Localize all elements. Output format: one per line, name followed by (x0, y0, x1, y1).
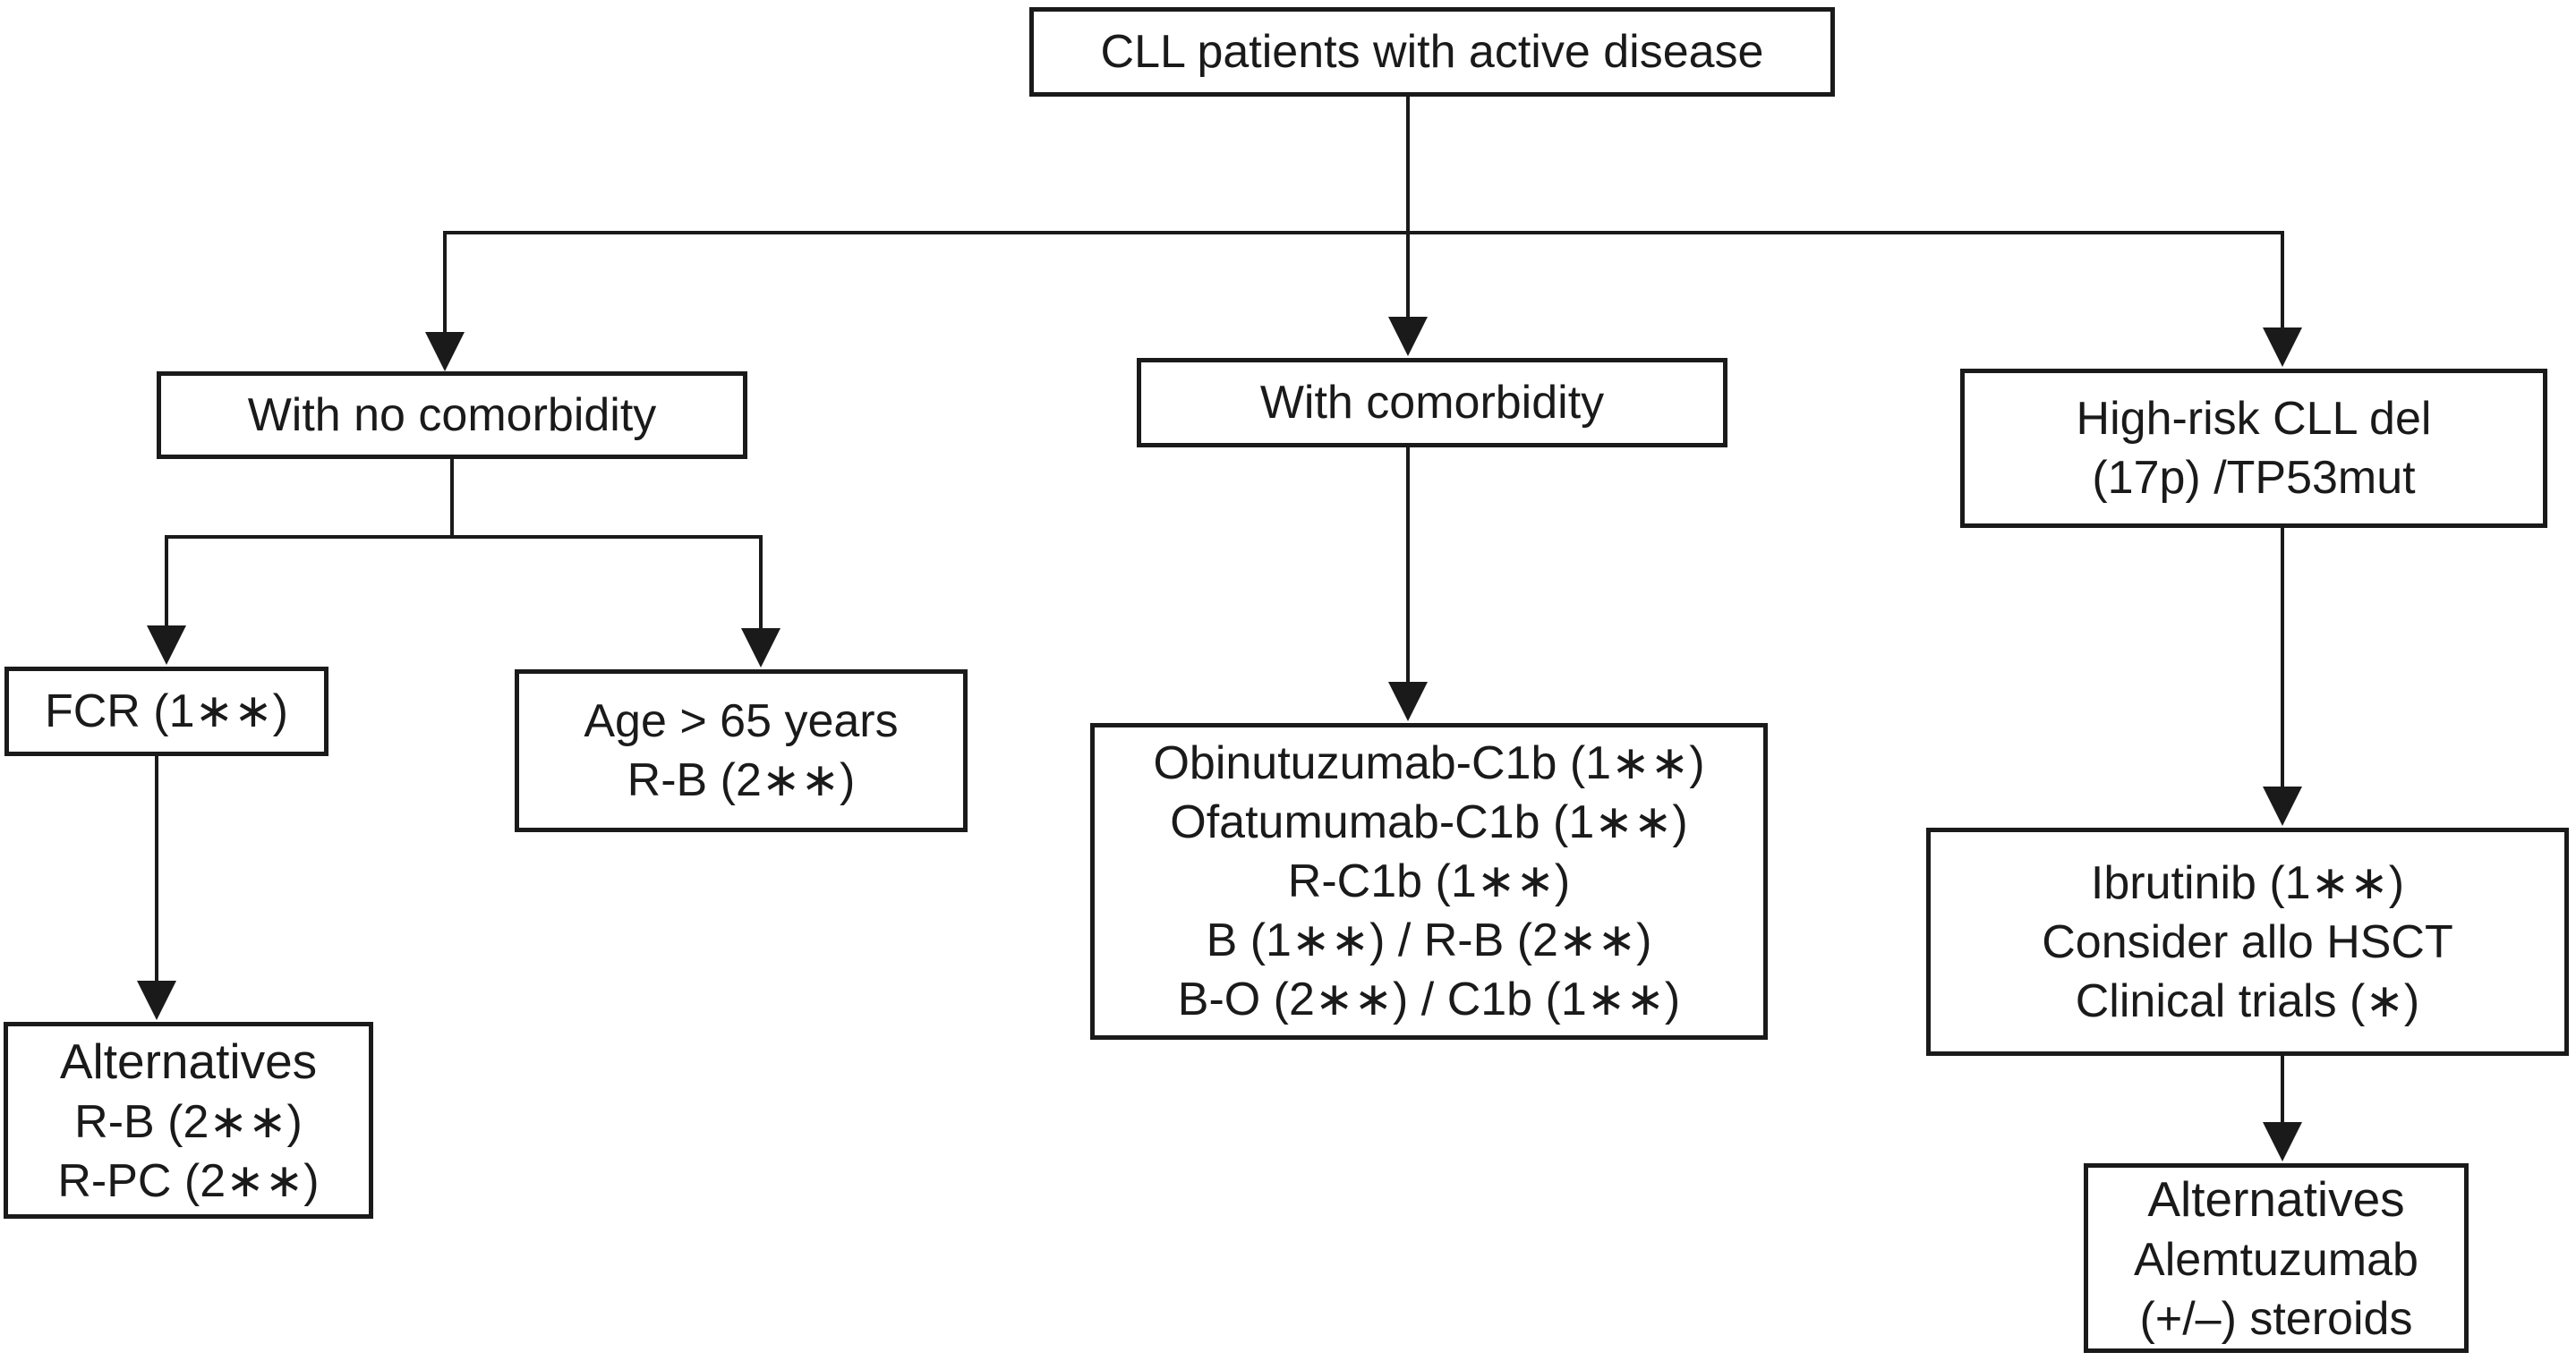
node-alternatives-no-comorbidity: Alternatives R-B (2∗∗) R-PC (2∗∗) (4, 1022, 373, 1219)
node-age-over-65-line: R-B (2∗∗) (627, 754, 856, 806)
node-alternatives-title: Alternatives (2147, 1171, 2405, 1227)
connector-to-high-risk (2281, 231, 2284, 331)
arrowhead-down-icon (2263, 1122, 2302, 1161)
node-high-risk-line: High-risk CLL del (2076, 393, 2432, 445)
arrowhead-down-icon (147, 625, 186, 665)
node-comorbidity-options-line: Obinutuzumab-C1b (1∗∗) (1153, 737, 1705, 789)
arrowhead-down-icon (1388, 317, 1428, 356)
connector-options-to-alternatives (2281, 1054, 2284, 1126)
node-alternatives-title: Alternatives (59, 1034, 318, 1089)
node-age-over-65-line: Age > 65 years (584, 695, 899, 747)
connector-no-comorbidity-stem (450, 457, 454, 537)
node-comorbidity-options-line: B-O (2∗∗) / C1b (1∗∗) (1177, 974, 1681, 1025)
node-comorbidity-label: With comorbidity (1259, 377, 1605, 429)
node-high-risk-options-line: Consider allo HSCT (2042, 915, 2453, 968)
arrowhead-down-icon (2263, 327, 2302, 367)
node-no-comorbidity-label: With no comorbidity (247, 389, 657, 441)
node-comorbidity-options-line: Ofatumumab-C1b (1∗∗) (1170, 796, 1688, 848)
node-alternatives-line: R-PC (2∗∗) (57, 1155, 320, 1207)
connector-to-comorbidity (1406, 231, 1410, 320)
node-comorbidity-options-line: R-C1b (1∗∗) (1287, 855, 1571, 907)
connector-to-age65 (759, 535, 763, 632)
arrowhead-down-icon (425, 332, 465, 371)
node-high-risk-options-line: Clinical trials (∗) (2075, 974, 2420, 1027)
connector-to-no-comorbidity (443, 231, 447, 336)
arrowhead-down-icon (741, 628, 780, 668)
connector-to-fcr (165, 535, 168, 629)
node-alternatives-high-risk: Alternatives Alemtuzumab (+/–) steroids (2084, 1163, 2469, 1353)
node-no-comorbidity: With no comorbidity (157, 371, 747, 459)
arrowhead-down-icon (137, 981, 176, 1020)
node-high-risk-options: Ibrutinib (1∗∗) Consider allo HSCT Clini… (1926, 828, 2569, 1056)
connector-main-branch (443, 231, 2284, 234)
node-comorbidity-options-line: B (1∗∗) / R-B (2∗∗) (1206, 914, 1652, 966)
node-fcr: FCR (1∗∗) (4, 667, 328, 756)
node-root: CLL patients with active disease (1029, 7, 1835, 97)
node-alternatives-line: (+/–) steroids (2139, 1293, 2413, 1345)
node-root-label: CLL patients with active disease (1100, 26, 1764, 78)
node-age-over-65: Age > 65 years R-B (2∗∗) (515, 669, 968, 832)
node-comorbidity-options: Obinutuzumab-C1b (1∗∗) Ofatumumab-C1b (1… (1090, 723, 1768, 1040)
node-high-risk-options-line: Ibrutinib (1∗∗) (2090, 856, 2405, 909)
node-fcr-label: FCR (1∗∗) (44, 685, 288, 737)
node-high-risk-line: (17p) /TP53mut (2092, 452, 2416, 504)
arrowhead-down-icon (2263, 787, 2302, 826)
node-alternatives-line: Alemtuzumab (2134, 1234, 2418, 1286)
node-alternatives-line: R-B (2∗∗) (74, 1096, 303, 1148)
node-comorbidity: With comorbidity (1137, 358, 1727, 447)
connector-high-risk-to-options (2281, 526, 2284, 790)
connector-fcr-to-alternatives (155, 756, 158, 984)
arrowhead-down-icon (1388, 682, 1428, 721)
connector-sub-branch (165, 535, 763, 539)
node-high-risk: High-risk CLL del (17p) /TP53mut (1960, 369, 2547, 528)
connector-root-stem (1406, 96, 1410, 234)
connector-comorbidity-to-options (1406, 447, 1410, 685)
